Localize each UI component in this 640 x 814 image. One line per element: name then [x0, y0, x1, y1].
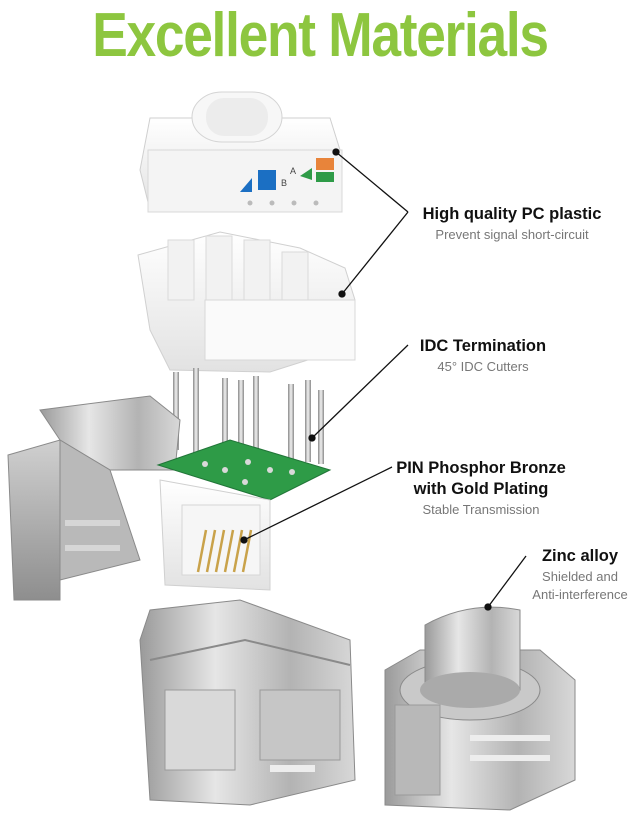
callout-zinc-subtitle-2: Anti-interference: [532, 587, 628, 602]
leader-line-zinc: [487, 555, 527, 608]
leader-dot-pin: [240, 536, 248, 544]
callout-pc-plastic-title: High quality PC plastic: [422, 205, 602, 223]
callout-pin-bronze: PIN Phosphor Bronze with Gold Plating St…: [388, 458, 574, 519]
bottom-left-metal-body: [139, 599, 356, 806]
leader-line-idc: [311, 344, 409, 439]
cap-marking-a: A: [290, 166, 296, 176]
callout-idc-title: IDC Termination: [419, 337, 547, 355]
top-cap: B A: [139, 91, 343, 213]
idc-pins: [173, 368, 324, 464]
leader-dot-idc: [308, 434, 316, 442]
pcb-board: [156, 439, 332, 501]
idc-body: [137, 231, 356, 373]
leader-line-pin: [243, 466, 393, 541]
callout-pin-subtitle: Stable Transmission: [422, 502, 540, 517]
leader-dot-plastic-2: [338, 290, 346, 298]
leader-dot-zinc: [484, 603, 492, 611]
leader-line-plastic: [335, 151, 409, 213]
callout-idc-termination: IDC Termination 45° IDC Cutters: [408, 336, 558, 376]
contact-housing: [159, 479, 271, 591]
callout-pc-plastic: High quality PC plastic Prevent signal s…: [408, 204, 616, 244]
leader-dot-plastic: [332, 148, 340, 156]
callout-pin-title: PIN Phosphor Bronze: [396, 459, 566, 477]
callout-zinc-subtitle: Shielded and: [542, 569, 618, 584]
callout-pc-plastic-subtitle: Prevent signal short-circuit: [435, 227, 589, 242]
callout-zinc-title: Zinc alloy: [541, 547, 619, 565]
leader-lines: [240, 148, 527, 611]
cap-marking-b: B: [281, 178, 287, 188]
callout-zinc-alloy: Zinc alloy Shielded and Anti-interferenc…: [522, 546, 638, 604]
leader-line-plastic-2: [341, 211, 409, 295]
callout-pin-title-2: with Gold Plating: [413, 480, 549, 498]
callout-idc-subtitle: 45° IDC Cutters: [437, 359, 529, 374]
left-shield-half: [7, 395, 181, 601]
page-title: Excellent Materials: [92, 1, 549, 70]
bottom-right-metal-body: [384, 606, 576, 811]
